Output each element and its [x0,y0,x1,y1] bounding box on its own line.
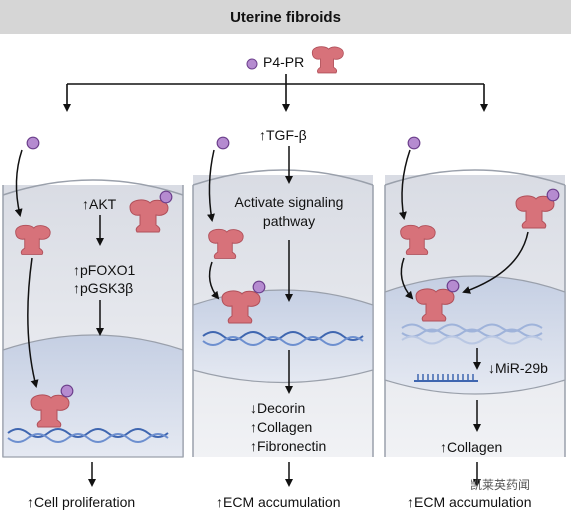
panel-3-arrows [398,149,529,487]
mir-29b-label: ↓MiR-29b [488,360,548,376]
activate-signaling-line-1: Activate signaling [234,194,344,210]
panel-3-dna [401,323,543,345]
progesterone-receptor-icon [311,46,344,74]
p4-ligand-icon [246,58,258,70]
panel-3-mirna [414,374,478,382]
decorin-label: ↓Decorin [250,400,306,416]
panel-3-collagen-label: ↑Collagen [440,439,503,455]
panel-1-nuclear-ligand-icon [60,384,74,398]
title-bar: Uterine fibroids [0,0,571,34]
panel-2-arrows [207,146,293,487]
fibronectin-label: ↑Fibronectin [250,438,327,454]
panel-2-outcome: ↑ECM accumulation [216,494,341,510]
panel-3-nuclear-ligand-icon [446,279,460,293]
distribution-arrows [63,74,488,112]
p4-pr-label: P4-PR [263,54,305,70]
panel-2-collagen-label: ↑Collagen [250,419,313,435]
panel-1-dna [7,428,169,443]
pfoxo1-label: ↑pFOXO1 [73,262,136,278]
panel-1-ligand-icon [26,136,40,150]
panel-3-outcome: ↑ECM accumulation [407,494,532,510]
panel-2-ligand-icon [216,136,230,150]
panel-3-ligand-icon [407,136,421,150]
activate-signaling-line-2: pathway [262,213,316,229]
pgsk3b-label: ↑pGSK3β [73,280,134,296]
diagram-title: Uterine fibroids [230,8,341,26]
panel-3-bound-ligand-icon [546,188,560,202]
tgf-beta-label: ↑TGF-β [259,127,307,143]
panel-2-dna [202,331,364,346]
panel-2-nuclear-ligand-icon [252,280,266,294]
panel-1-bound-ligand-icon [159,190,173,204]
panel-1-arrows [14,149,104,487]
panel-1-outcome: ↑Cell proliferation [27,494,136,510]
akt-label: ↑AKT [82,196,117,212]
watermark: 凯莱英药闻 [470,478,531,492]
